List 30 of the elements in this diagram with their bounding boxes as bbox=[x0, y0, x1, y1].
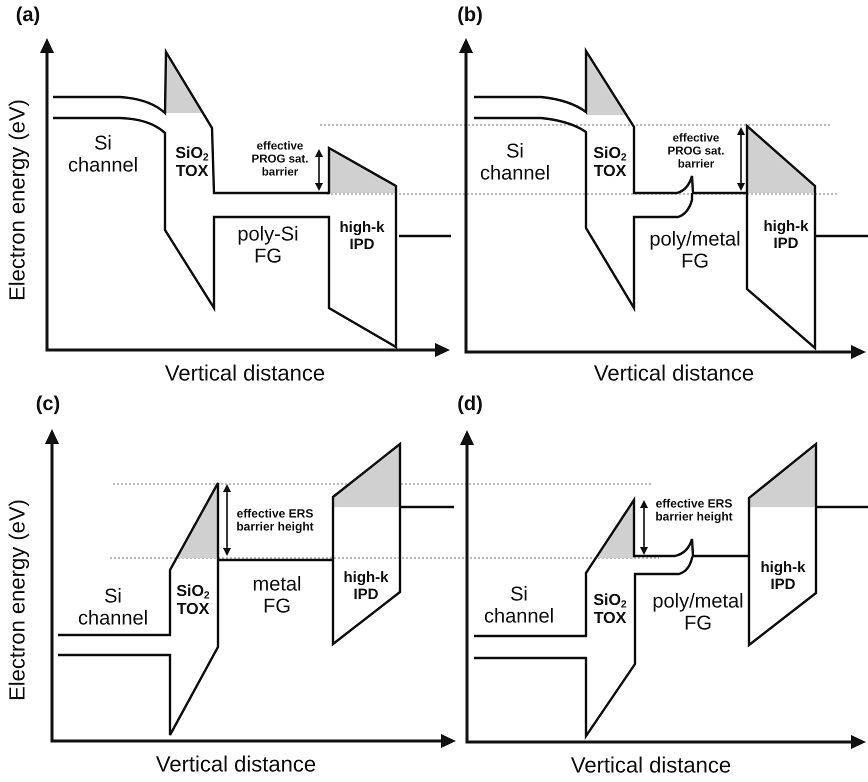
region-label: high-k IPD bbox=[760, 560, 806, 594]
panel-label: (d) bbox=[457, 392, 483, 416]
region-label: Si channel bbox=[76, 586, 150, 630]
axis-title: Electron energy (eV) bbox=[6, 99, 30, 301]
annotation-label: effective PROG sat. barrier bbox=[250, 140, 310, 180]
region-label: SiO$_{2}$ TOX bbox=[592, 592, 628, 628]
annotation-label: effective ERS barrier height bbox=[235, 508, 315, 534]
annotation-label: effective ERS barrier height bbox=[654, 498, 734, 524]
axis-title: Vertical distance bbox=[156, 752, 316, 778]
region-label: Si channel bbox=[66, 132, 140, 178]
axis-title: Vertical distance bbox=[570, 754, 732, 778]
region-label: Si channel bbox=[482, 584, 556, 628]
axis-title: Electron energy (eV) bbox=[6, 499, 30, 701]
panel-label: (c) bbox=[36, 392, 60, 416]
region-label: high-k IPD bbox=[762, 219, 810, 253]
region-label: Si channel bbox=[478, 140, 552, 186]
panel-label: (b) bbox=[457, 4, 483, 26]
axis-title: Vertical distance bbox=[164, 362, 326, 386]
panel-label: (a) bbox=[16, 4, 40, 26]
region-label: SiO$_{2}$ TOX bbox=[592, 145, 628, 181]
region-label: poly/metal FG bbox=[648, 228, 742, 274]
region-label: high-k IPD bbox=[338, 220, 386, 254]
region-label: SiO$_{2}$ TOX bbox=[175, 583, 211, 619]
region-label: metal FG bbox=[252, 574, 302, 618]
region-label: high-k IPD bbox=[342, 570, 390, 604]
region-label: poly-Si FG bbox=[236, 224, 300, 268]
annotation-label: effective PROG sat. barrier bbox=[666, 132, 726, 172]
axis-title: Vertical distance bbox=[594, 362, 754, 386]
region-label: poly/metal FG bbox=[651, 590, 745, 636]
region-label: SiO$_{2}$ TOX bbox=[174, 145, 210, 181]
